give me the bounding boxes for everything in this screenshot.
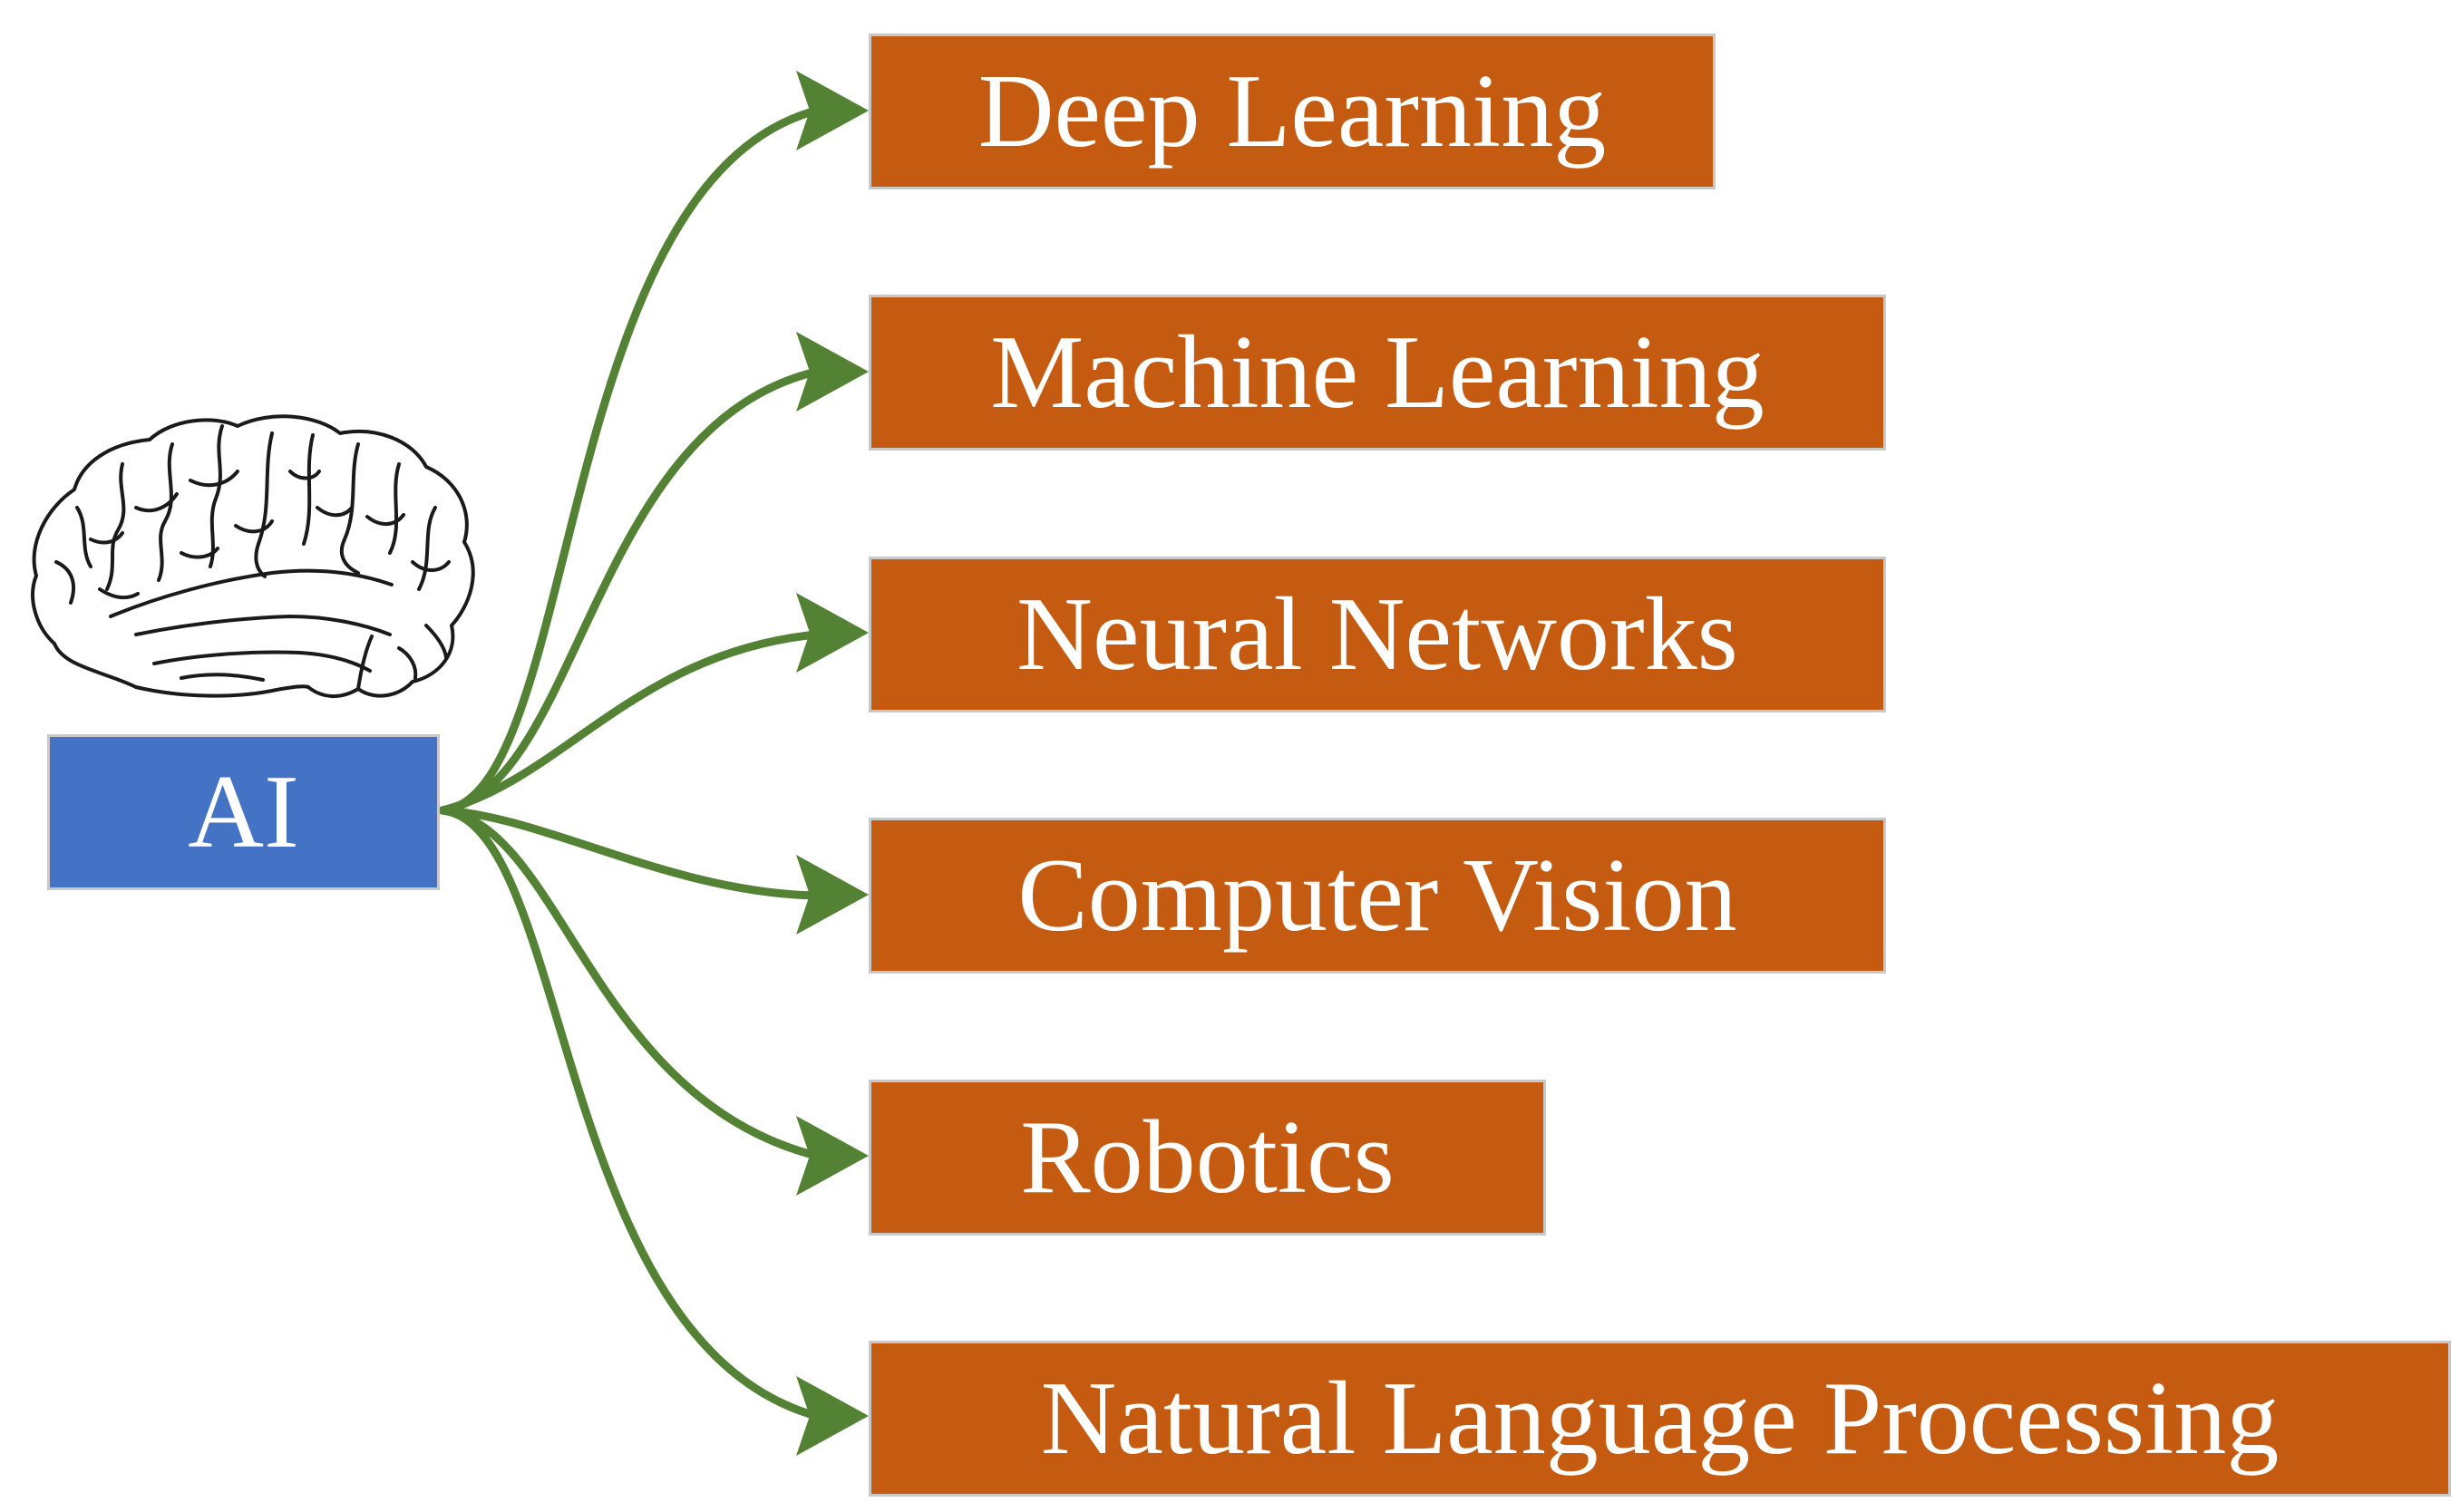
- ai-node: AI: [47, 734, 440, 890]
- arrow-machine-learning: [438, 367, 821, 815]
- brain-icon: [31, 414, 475, 698]
- topic-node-robotics: Robotics: [869, 1080, 1546, 1236]
- topic-label: Machine Learning: [990, 315, 1765, 431]
- arrow-robotics: [438, 806, 821, 1160]
- arrowhead-robotics: [796, 1116, 869, 1196]
- arrow-natural-language-processing: [438, 806, 821, 1420]
- arrow-neural-networks: [438, 630, 821, 815]
- arrow-group: [438, 106, 821, 1420]
- arrowhead-deep-learning: [796, 71, 869, 150]
- topic-label: Neural Networks: [1016, 577, 1738, 693]
- topic-label: Natural Language Processing: [1040, 1361, 2280, 1477]
- arrowhead-machine-learning: [796, 332, 869, 412]
- arrowhead-neural-networks: [796, 593, 869, 673]
- arrow-computer-vision: [438, 806, 821, 900]
- topic-node-machine-learning: Machine Learning: [869, 295, 1886, 451]
- arrowhead-natural-language-processing: [796, 1376, 869, 1456]
- arrow-deep-learning: [438, 106, 821, 815]
- arrowhead-computer-vision: [796, 855, 869, 935]
- topic-label: Robotics: [1020, 1100, 1395, 1216]
- topic-node-computer-vision: Computer Vision: [869, 818, 1886, 974]
- topic-node-deep-learning: Deep Learning: [869, 34, 1716, 189]
- topic-label: Computer Vision: [1017, 838, 1737, 954]
- ai-node-label: AI: [188, 754, 299, 870]
- topic-node-natural-language-processing: Natural Language Processing: [869, 1341, 2451, 1497]
- topic-node-neural-networks: Neural Networks: [869, 557, 1886, 712]
- topic-label: Deep Learning: [977, 53, 1607, 170]
